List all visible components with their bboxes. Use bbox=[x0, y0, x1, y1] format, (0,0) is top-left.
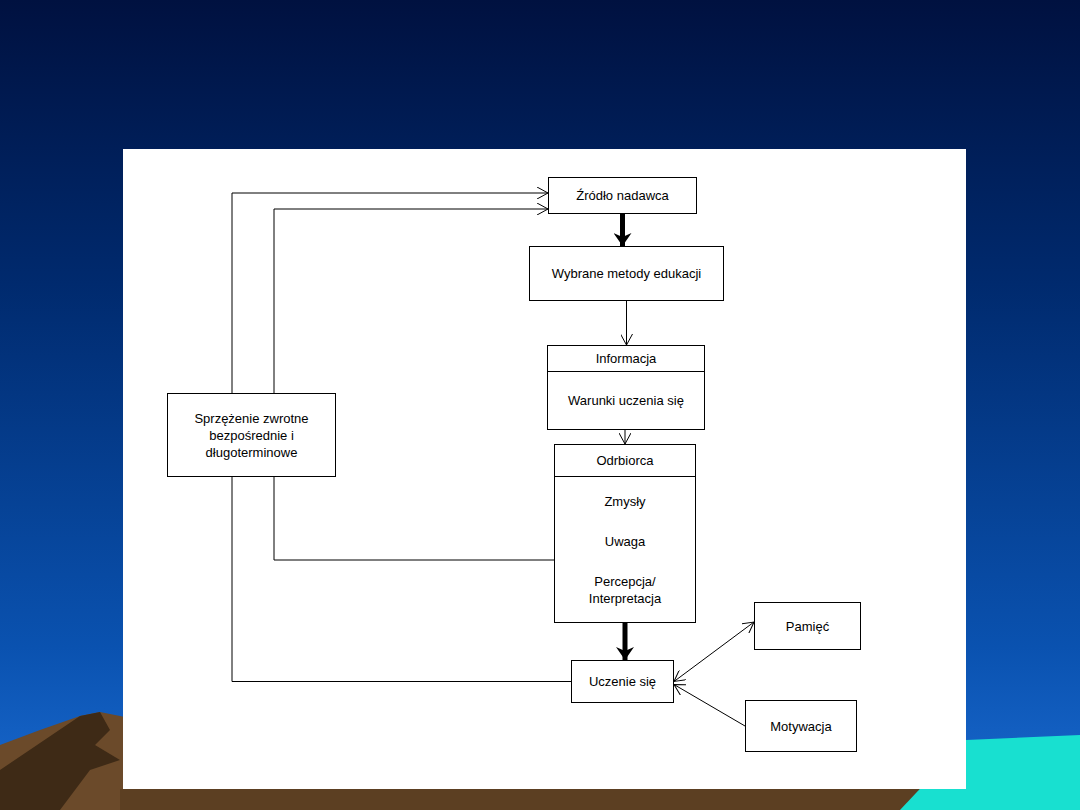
box-body: Warunki uczenia się bbox=[562, 372, 690, 429]
memory-box: Pamięć bbox=[754, 602, 861, 650]
process-box: Wybrane metody edukacji bbox=[529, 246, 724, 301]
box-item: Uwaga bbox=[599, 533, 651, 550]
box-item: Warunki uczenia się bbox=[562, 392, 690, 409]
connector-line bbox=[232, 477, 571, 682]
connector-line bbox=[674, 622, 754, 682]
ground-band bbox=[120, 789, 966, 810]
box-item: Zmysły bbox=[598, 493, 651, 510]
connector-line bbox=[274, 477, 554, 560]
thick-arrow bbox=[623, 623, 628, 660]
box-label: Odrbiorca bbox=[555, 445, 695, 477]
connector-line bbox=[232, 193, 548, 393]
box-body: ZmysłyUwagaPercepcja/ Interpretacja bbox=[555, 477, 695, 622]
box-label: Motywacja bbox=[764, 718, 837, 735]
box-label: Uczenie się bbox=[583, 673, 662, 690]
box-label: Informacja bbox=[548, 346, 704, 372]
receiver-box: OdrbiorcaZmysłyUwagaPercepcja/ Interpret… bbox=[554, 444, 696, 623]
box-item: Percepcja/ Interpretacja bbox=[555, 573, 695, 607]
thick-arrow bbox=[620, 214, 625, 246]
box-label: Wybrane metody edukacji bbox=[546, 265, 707, 282]
source-box: Źródło nadawca bbox=[548, 177, 697, 214]
connector-line bbox=[626, 301, 627, 345]
connector-line bbox=[674, 685, 745, 727]
box-label: Sprzężenie zwrotne bezpośrednie i długot… bbox=[168, 410, 335, 461]
information-box: InformacjaWarunki uczenia się bbox=[547, 345, 705, 430]
motivation-box: Motywacja bbox=[745, 700, 857, 752]
learning-box: Uczenie się bbox=[571, 660, 674, 703]
connector-line bbox=[625, 430, 626, 444]
feedback-box: Sprzężenie zwrotne bezpośrednie i długot… bbox=[167, 393, 336, 477]
box-label: Pamięć bbox=[780, 618, 835, 635]
box-label: Źródło nadawca bbox=[570, 187, 675, 204]
hill-shadow bbox=[0, 712, 120, 810]
connector-line bbox=[274, 209, 548, 393]
